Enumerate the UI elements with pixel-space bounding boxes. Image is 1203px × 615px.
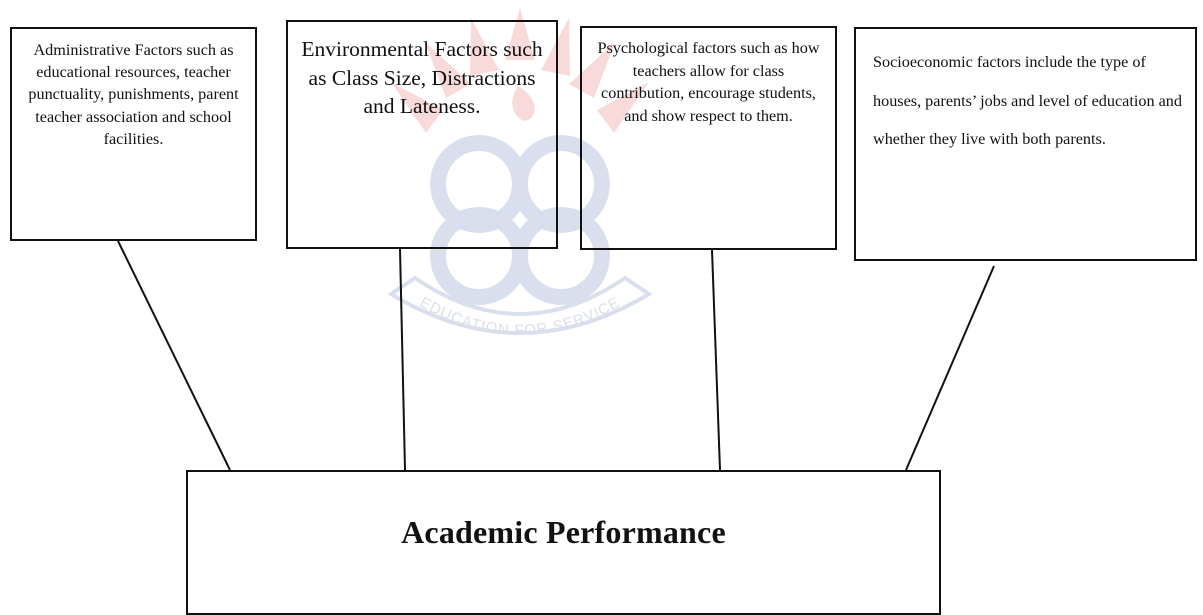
psychological-factors-text: Psychological factors such as how teache… — [597, 39, 820, 125]
academic-performance-title: Academic Performance — [401, 514, 726, 550]
administrative-factors-text: Administrative Factors such as education… — [28, 41, 239, 148]
psychological-factors-box: Psychological factors such as how teache… — [580, 26, 837, 250]
socioeconomic-factors-text: Socioeconomic factors include the type o… — [873, 53, 1182, 148]
connector-environmental — [399, 248, 406, 471]
university-seal-watermark: EDUCATION FOR SERVICE — [387, 8, 653, 339]
administrative-factors-box: Administrative Factors such as education… — [10, 27, 257, 241]
seal-knot-icon — [430, 135, 610, 305]
environmental-factors-text: Environmental Factors such as Class Size… — [301, 37, 543, 118]
connector-psychological — [711, 249, 721, 471]
seal-ribbon — [387, 275, 653, 335]
socioeconomic-factors-box: Socioeconomic factors include the type o… — [854, 27, 1197, 261]
connector-socioeconomic — [905, 265, 995, 471]
environmental-factors-box: Environmental Factors such as Class Size… — [286, 20, 558, 249]
connector-administrative — [117, 240, 231, 471]
seal-torch-icon — [512, 86, 535, 121]
academic-performance-box: Academic Performance — [186, 470, 941, 615]
